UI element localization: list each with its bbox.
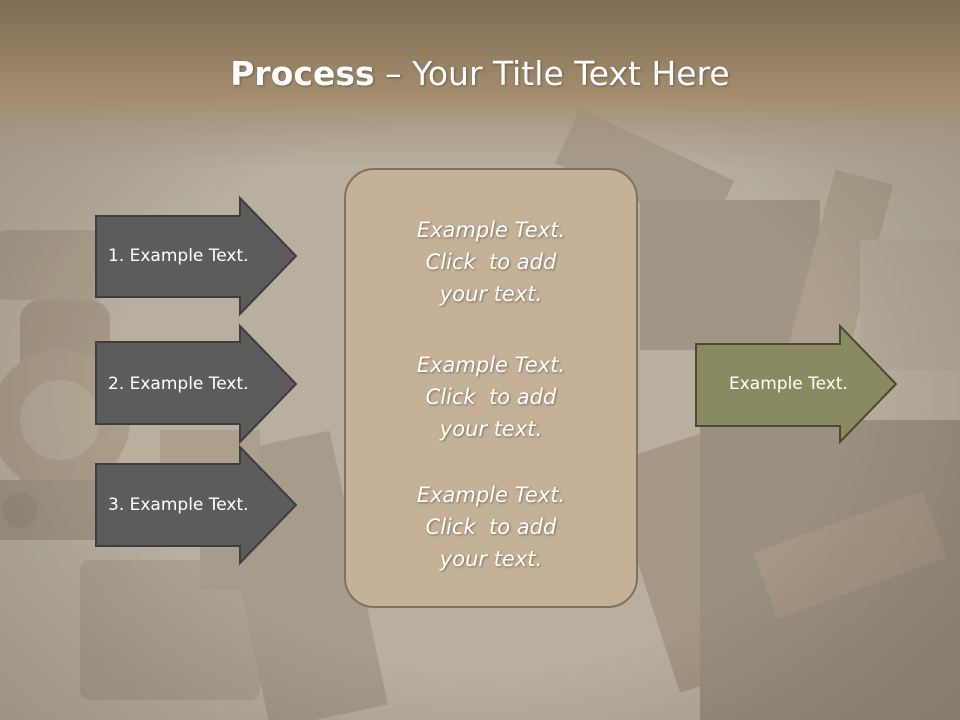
center-text-line: your text. [439, 282, 543, 306]
title-bold-word: Process [230, 54, 375, 93]
center-text-line: Example Text. [416, 483, 566, 507]
title-rest: – Your Title Text Here [374, 54, 730, 93]
center-text-line: Click to add [425, 250, 557, 274]
center-text-block-3[interactable]: Example Text. Click to add your text. [346, 479, 636, 575]
right-arrow-label: Example Text. [729, 374, 848, 394]
arrow-right-shape [95, 195, 298, 317]
arrow-right-shape [695, 323, 898, 445]
center-text-block-1[interactable]: Example Text. Click to add your text. [346, 214, 636, 310]
title-banner [0, 0, 960, 170]
center-text-line: Click to add [425, 385, 557, 409]
center-text-block-2[interactable]: Example Text. Click to add your text. [346, 349, 636, 445]
left-arrow-2-label: 2. Example Text. [108, 374, 249, 394]
center-text-line: your text. [439, 547, 543, 571]
left-arrow-1-label: 1. Example Text. [108, 246, 249, 266]
arrow-right-shape [95, 323, 298, 445]
left-arrow-3-label: 3. Example Text. [108, 495, 249, 515]
slide-title[interactable]: Process – Your Title Text Here [0, 52, 960, 96]
arrow-right-shape [95, 444, 298, 566]
center-text-line: Example Text. [416, 353, 566, 377]
center-text-line: your text. [439, 417, 543, 441]
center-text-line: Example Text. [416, 218, 566, 242]
center-text-line: Click to add [425, 515, 557, 539]
center-content-box[interactable]: Example Text. Click to add your text. Ex… [344, 168, 638, 608]
